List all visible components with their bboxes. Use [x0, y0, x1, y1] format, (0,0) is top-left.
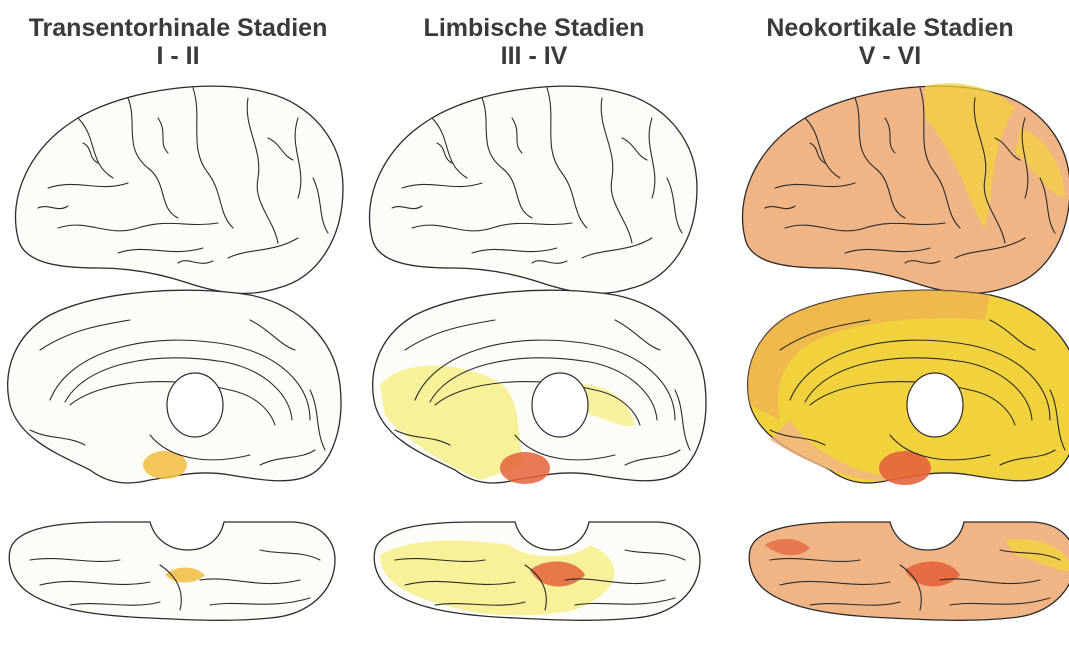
- medial-view-stage-5-6: [748, 290, 1069, 485]
- lateral-view-stage-5-6: [743, 83, 1069, 293]
- medial-view-stage-1-2: [8, 290, 341, 483]
- hippocampal-lesion-area: [500, 452, 550, 484]
- ventral-view-stage-5-6: [749, 522, 1069, 620]
- lateral-view-stage-1-2: [16, 86, 344, 293]
- lateral-view-stage-3-4: [370, 86, 698, 293]
- ventral-view-stage-1-2: [9, 522, 335, 620]
- medial-view-stage-3-4: [373, 290, 706, 484]
- ventral-view-stage-3-4: [374, 522, 700, 620]
